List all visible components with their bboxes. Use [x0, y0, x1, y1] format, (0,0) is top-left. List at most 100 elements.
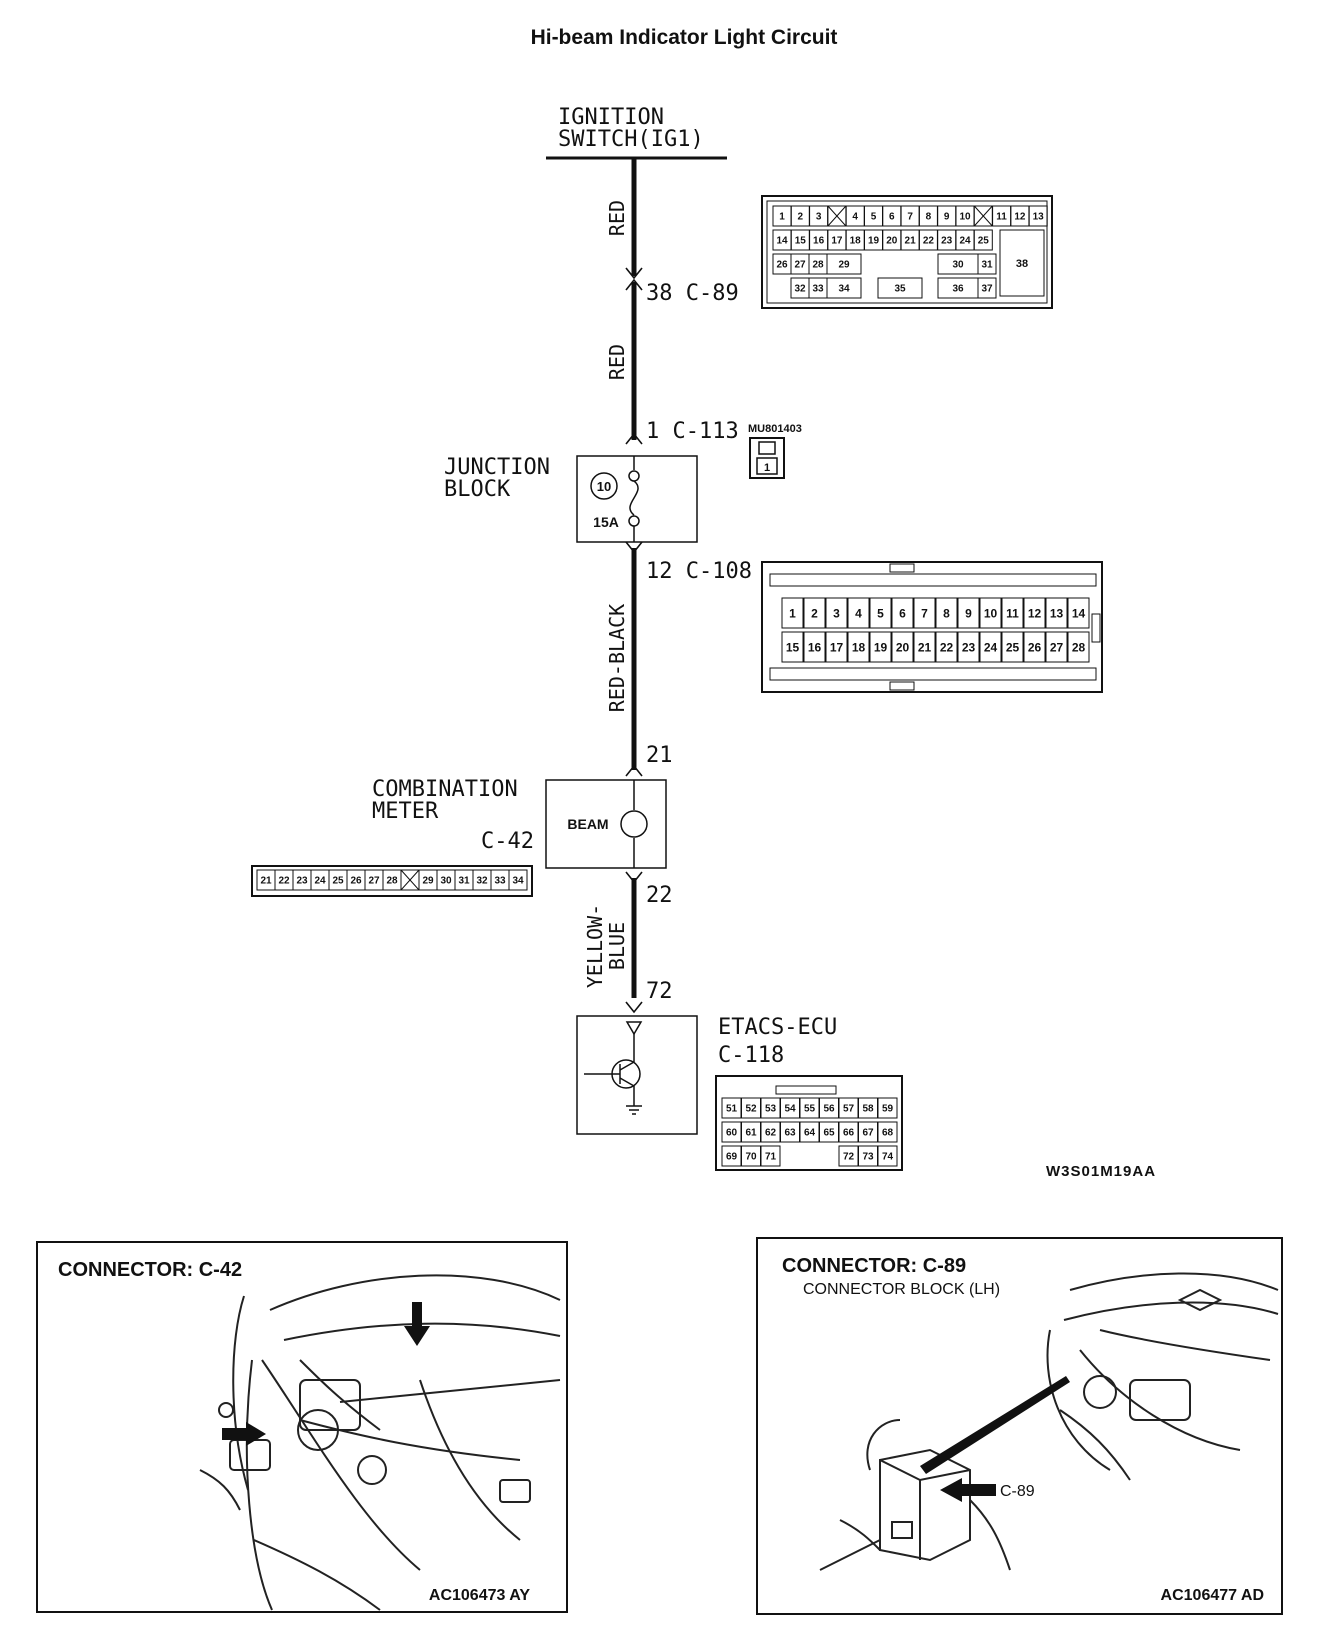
c108-pin-17: 17	[830, 640, 844, 654]
c89-pin-28: 28	[812, 260, 824, 271]
c89-pin-21: 21	[905, 236, 917, 247]
c118-pin-54: 54	[784, 1104, 796, 1115]
c89-pin-4: 4	[852, 212, 858, 223]
c42-pin-25: 25	[332, 876, 344, 887]
c108-pin-18: 18	[852, 640, 866, 654]
beam-lamp-icon	[620, 810, 648, 838]
c89-pin-32: 32	[794, 284, 806, 295]
c89-pin-23: 23	[941, 236, 953, 247]
c89-pin-33: 33	[812, 284, 824, 295]
c108-pin-6: 6	[899, 606, 906, 620]
c108-pin-22: 22	[940, 640, 954, 654]
c89-pin-36: 36	[952, 284, 964, 295]
c108-pin-11: 11	[1006, 606, 1019, 620]
dashboard-illustration-left	[199, 1274, 561, 1611]
c89-pin-1: 1	[779, 212, 785, 223]
c108-pin-13: 13	[1050, 606, 1064, 620]
dashboard-illustration-right	[819, 1272, 1279, 1571]
c89-pin-13: 13	[1033, 212, 1045, 223]
c108-pin-15: 15	[786, 640, 800, 654]
c89-pin-34: 34	[838, 284, 850, 295]
panel-c89-subtitle: CONNECTOR BLOCK (LH)	[803, 1281, 1000, 1298]
c42-pin-30: 30	[440, 876, 452, 887]
fuse-number: 10	[597, 479, 611, 494]
c42-pin-28: 28	[386, 876, 398, 887]
c89-pin-17: 17	[831, 236, 843, 247]
part-number-label: MU801403	[748, 423, 802, 435]
c113-pin-1: 1	[764, 462, 770, 474]
c108-pin-21: 21	[918, 640, 932, 654]
pin-label-c108: 12 C-108	[646, 559, 752, 584]
c118-pin-62: 62	[765, 1128, 777, 1139]
c42-pin-22: 22	[278, 876, 290, 887]
c118-pin-58: 58	[862, 1104, 874, 1115]
panel-c42-code: AC106473 AY	[429, 1587, 530, 1604]
beam-lamp-label: BEAM	[567, 816, 608, 832]
c89-pin-19: 19	[868, 236, 880, 247]
c42-pin-32: 32	[476, 876, 488, 887]
leader-line-c89	[920, 1376, 1070, 1474]
c118-pin-61: 61	[745, 1128, 757, 1139]
c108-pin-20: 20	[896, 640, 910, 654]
c108-pin-12: 12	[1028, 606, 1042, 620]
c108-pin-24: 24	[984, 640, 998, 654]
pin-label-c113: 1 C-113	[646, 419, 739, 444]
c89-pin-26: 26	[776, 260, 788, 271]
c118-pin-55: 55	[804, 1104, 816, 1115]
c118-pin-70: 70	[745, 1152, 757, 1163]
c118-pin-52: 52	[745, 1104, 757, 1115]
c118-pin-65: 65	[823, 1128, 835, 1139]
c118-pin-72: 72	[843, 1152, 855, 1163]
location-arrow-down-icon	[404, 1302, 430, 1346]
ignition-label-line1: IGNITION	[558, 105, 664, 130]
c118-pin-66: 66	[843, 1128, 855, 1139]
ecu-label: ETACS-ECU	[718, 1015, 837, 1040]
connector-c113-face: 1	[749, 437, 785, 479]
fuse-number-circle	[590, 472, 618, 500]
c108-pin-4: 4	[855, 606, 862, 620]
meter-connector-label: C-42	[481, 829, 534, 854]
c89-pin-15: 15	[795, 236, 807, 247]
c89-pin-9: 9	[944, 212, 950, 223]
c89-pin-29: 29	[838, 260, 850, 271]
c89-pin-16: 16	[813, 236, 825, 247]
wire-color-blue: BLUE	[605, 922, 629, 970]
c89-pin-30: 30	[952, 260, 964, 271]
c89-pin-2: 2	[798, 212, 804, 223]
junction-block-box	[576, 455, 698, 543]
c108-pin-16: 16	[808, 640, 822, 654]
c118-pin-59: 59	[882, 1104, 894, 1115]
c42-pin-27: 27	[368, 876, 380, 887]
c118-pin-69: 69	[726, 1152, 738, 1163]
location-panel-c42: CONNECTOR: C-42 AC1	[36, 1241, 568, 1613]
wire-color-red-2: RED	[605, 344, 629, 380]
c118-pin-71: 71	[765, 1152, 777, 1163]
pin-label-meter-in: 21	[646, 743, 673, 768]
c42-pin-31: 31	[458, 876, 470, 887]
ignition-label-line2: SWITCH(IG1)	[558, 127, 704, 152]
location-panel-c89: CONNECTOR: C-89 CONNECTOR BLOCK (LH)	[756, 1237, 1283, 1615]
transistor-symbol	[584, 1021, 643, 1115]
pin-label-ecu-in: 72	[646, 979, 673, 1004]
meter-label-line1: COMBINATION	[372, 777, 518, 802]
c118-pin-74: 74	[882, 1152, 894, 1163]
c108-pin-27: 27	[1050, 640, 1064, 654]
c89-pin-24: 24	[959, 236, 971, 247]
panel-c89-title: CONNECTOR: C-89	[782, 1255, 966, 1277]
c89-pin-5: 5	[871, 212, 877, 223]
c118-pin-53: 53	[765, 1104, 777, 1115]
c118-pin-67: 67	[862, 1128, 874, 1139]
wire-color-yellow: YELLOW-	[583, 904, 607, 988]
c118-pin-73: 73	[862, 1152, 874, 1163]
ecu-connector-label: C-118	[718, 1043, 784, 1068]
c108-pin-1: 1	[789, 606, 796, 620]
c89-pin-11: 11	[996, 212, 1007, 223]
fuse-rating: 15A	[593, 514, 619, 530]
c89-pin-7: 7	[907, 212, 913, 223]
c89-pin-18: 18	[850, 236, 862, 247]
c42-pin-26: 26	[350, 876, 362, 887]
diagram-code: W3S01M19AA	[1046, 1163, 1156, 1180]
